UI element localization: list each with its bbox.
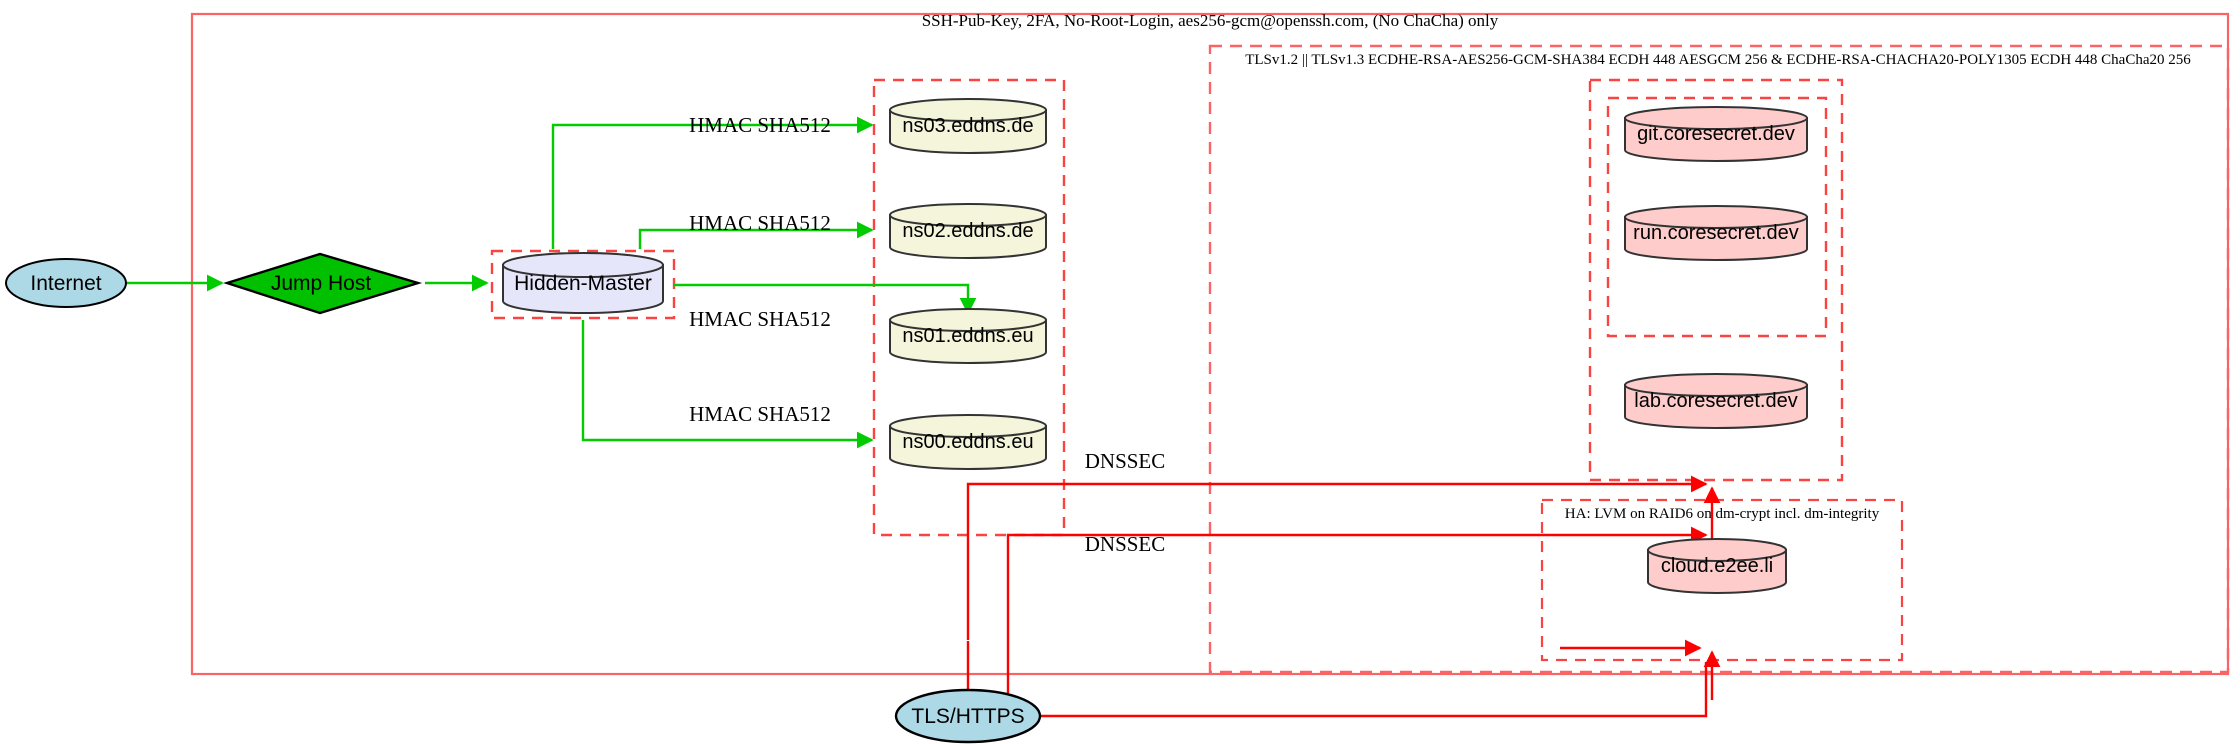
edge-label-hmac-ns01: HMAC SHA512 bbox=[689, 307, 831, 331]
node-lab-coresecret[interactable]: lab.coresecret.dev bbox=[1624, 373, 1808, 429]
edge-tlshttps-to-cloud bbox=[1040, 662, 1708, 718]
node-hidden-master[interactable]: Hidden-Master bbox=[502, 252, 664, 314]
edge-master-to-ns00 bbox=[581, 320, 874, 449]
node-jump-host-label: Jump Host bbox=[271, 272, 372, 295]
edge-dnssec-lower bbox=[1006, 526, 1708, 700]
coresecret-cluster-boundary bbox=[1588, 78, 1844, 482]
outer-ssh-boundary bbox=[190, 12, 2230, 676]
node-ns02[interactable]: ns02.eddns.de bbox=[889, 203, 1047, 259]
node-ns01[interactable]: ns01.eddns.eu bbox=[889, 308, 1047, 364]
node-internet-label: Internet bbox=[30, 272, 101, 295]
dns-cluster-boundary bbox=[872, 78, 1066, 537]
ha-cluster-boundary bbox=[1540, 498, 1904, 662]
node-internet[interactable]: Internet bbox=[5, 258, 127, 308]
tls-boundary bbox=[1208, 44, 2230, 674]
node-git-coresecret[interactable]: git.coresecret.dev bbox=[1624, 106, 1808, 162]
edge-master-to-ns03 bbox=[551, 116, 874, 249]
node-ns03[interactable]: ns03.eddns.de bbox=[889, 98, 1047, 154]
node-run-coresecret-label: run.coresecret.dev bbox=[1633, 222, 1799, 244]
ssh-policy-label: SSH-Pub-Key, 2FA, No-Root-Login, aes256-… bbox=[922, 11, 1499, 30]
edge-label-hmac-ns02: HMAC SHA512 bbox=[689, 211, 831, 235]
edge-label-hmac-ns00: HMAC SHA512 bbox=[689, 402, 831, 426]
ha-storage-label: HA: LVM on RAID6 on dm-crypt incl. dm-in… bbox=[1565, 506, 1880, 522]
tls-policy-label: TLSv1.2 || TLSv1.3 ECDHE-RSA-AES256-GCM-… bbox=[1245, 52, 2191, 68]
node-run-coresecret[interactable]: run.coresecret.dev bbox=[1624, 205, 1808, 261]
edge-master-to-ns02 bbox=[638, 221, 874, 249]
node-cloud-e2ee[interactable]: cloud.e2ee.li bbox=[1647, 538, 1787, 594]
node-jump-host[interactable]: Jump Host bbox=[223, 252, 423, 315]
edge-dnssec-upper bbox=[966, 475, 1708, 640]
node-ns03-label: ns03.eddns.de bbox=[902, 115, 1033, 137]
edge-master-to-ns01 bbox=[673, 283, 977, 315]
edge-label-dnssec-upper: DNSSEC bbox=[1085, 449, 1166, 473]
node-lab-coresecret-label: lab.coresecret.dev bbox=[1634, 390, 1797, 412]
edge-label-dnssec-lower: DNSSEC bbox=[1085, 532, 1166, 556]
node-git-coresecret-label: git.coresecret.dev bbox=[1637, 123, 1795, 145]
node-ns00[interactable]: ns00.eddns.eu bbox=[889, 414, 1047, 470]
node-cloud-e2ee-label: cloud.e2ee.li bbox=[1661, 555, 1773, 577]
node-ns00-label: ns00.eddns.eu bbox=[902, 431, 1033, 453]
node-ns02-label: ns02.eddns.de bbox=[902, 220, 1033, 242]
node-ns01-label: ns01.eddns.eu bbox=[902, 325, 1033, 347]
node-hidden-master-label: Hidden-Master bbox=[514, 272, 652, 295]
node-tls-https[interactable]: TLS/HTTPS bbox=[894, 688, 1042, 744]
node-tls-https-label: TLS/HTTPS bbox=[911, 705, 1024, 728]
edge-label-hmac-ns03: HMAC SHA512 bbox=[689, 113, 831, 137]
